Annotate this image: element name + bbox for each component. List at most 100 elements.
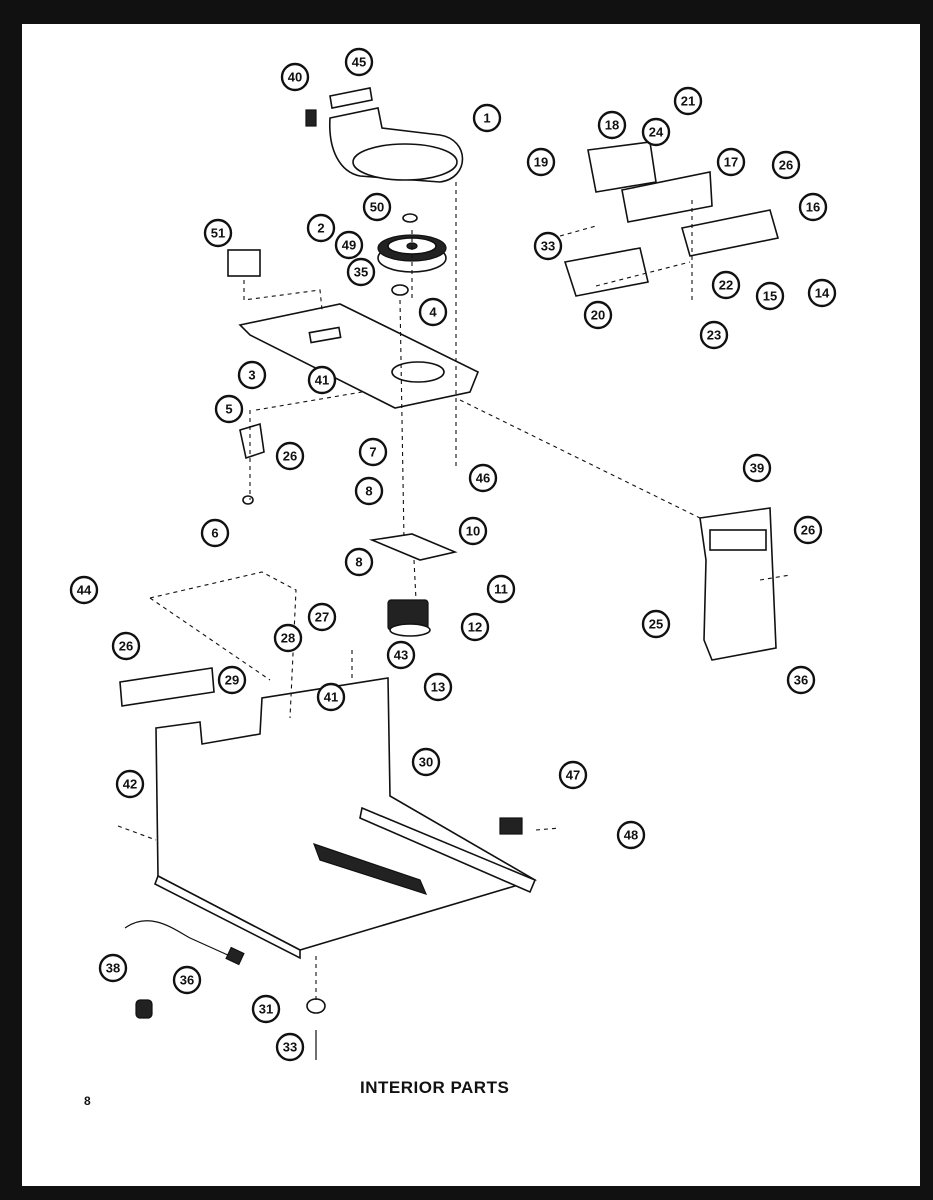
callout-label: 26 bbox=[119, 639, 133, 654]
callout-label: 36 bbox=[180, 973, 194, 988]
callout-label: 12 bbox=[468, 620, 482, 635]
callout-label: 3 bbox=[248, 368, 255, 383]
callout-circle bbox=[214, 394, 244, 424]
callout-circle bbox=[699, 320, 729, 350]
callout-label: 28 bbox=[281, 631, 295, 646]
callout-label: 50 bbox=[370, 200, 384, 215]
callout-43: 43 bbox=[386, 640, 416, 670]
callout-33: 33 bbox=[533, 231, 563, 261]
callout-label: 51 bbox=[211, 226, 225, 241]
callout-31: 31 bbox=[251, 994, 281, 1024]
callout-circle bbox=[280, 62, 310, 92]
callout-label: 44 bbox=[77, 583, 92, 598]
callout-label: 31 bbox=[259, 1002, 273, 1017]
callout-label: 30 bbox=[419, 755, 433, 770]
callout-circle bbox=[460, 612, 490, 642]
callout-41: 41 bbox=[316, 682, 346, 712]
callout-8: 8 bbox=[344, 547, 374, 577]
motor-mount-8 bbox=[369, 533, 458, 561]
callout-label: 17 bbox=[724, 155, 738, 170]
callout-50: 50 bbox=[362, 192, 392, 222]
callout-circle bbox=[755, 281, 785, 311]
hub-35 bbox=[391, 284, 409, 296]
motor-13 bbox=[387, 599, 431, 637]
callout-circle bbox=[115, 769, 145, 799]
callout-42: 42 bbox=[115, 769, 145, 799]
callout-label: 21 bbox=[681, 94, 695, 109]
callout-label: 26 bbox=[283, 449, 297, 464]
callout-label: 13 bbox=[431, 680, 445, 695]
callout-label: 36 bbox=[794, 673, 808, 688]
callout-24: 24 bbox=[641, 117, 671, 147]
callout-circle bbox=[468, 463, 498, 493]
callout-label: 29 bbox=[225, 673, 239, 688]
callout-circle bbox=[237, 360, 267, 390]
callout-44: 44 bbox=[69, 575, 99, 605]
callout-20: 20 bbox=[583, 300, 613, 330]
callout-label: 6 bbox=[211, 526, 218, 541]
callout-label: 45 bbox=[352, 55, 366, 70]
callout-41: 41 bbox=[307, 365, 337, 395]
callout-label: 41 bbox=[315, 373, 329, 388]
callout-3: 3 bbox=[237, 360, 267, 390]
callout-label: 4 bbox=[429, 305, 437, 320]
switch-assembly bbox=[563, 141, 780, 297]
callout-circle bbox=[411, 747, 441, 777]
nut-6 bbox=[242, 495, 254, 505]
callout-label: 16 bbox=[806, 200, 820, 215]
callout-circle bbox=[273, 623, 303, 653]
callout-12: 12 bbox=[460, 612, 490, 642]
callout-label: 19 bbox=[534, 155, 548, 170]
callout-47: 47 bbox=[558, 760, 588, 790]
mounting-plate bbox=[238, 303, 480, 409]
callout-label: 14 bbox=[815, 286, 830, 301]
panel-25-window bbox=[709, 529, 767, 551]
callout-circle bbox=[307, 602, 337, 632]
callout-circle bbox=[362, 192, 392, 222]
callout-28: 28 bbox=[273, 623, 303, 653]
callout-51: 51 bbox=[203, 218, 233, 248]
callout-label: 15 bbox=[763, 289, 777, 304]
blower-housing bbox=[329, 107, 464, 183]
callout-label: 20 bbox=[591, 308, 605, 323]
callout-label: 27 bbox=[315, 610, 329, 625]
callout-2: 2 bbox=[306, 213, 336, 243]
callout-13: 13 bbox=[423, 672, 453, 702]
callout-label: 11 bbox=[494, 582, 508, 597]
foot-31 bbox=[306, 998, 326, 1014]
callout-label: 18 bbox=[605, 118, 619, 133]
callout-circle bbox=[418, 297, 448, 327]
callout-15: 15 bbox=[755, 281, 785, 311]
callout-label: 5 bbox=[225, 402, 232, 417]
callout-label: 49 bbox=[342, 238, 356, 253]
callout-19: 19 bbox=[526, 147, 556, 177]
callout-circle bbox=[98, 953, 128, 983]
bracket-5 bbox=[239, 422, 265, 460]
callout-38: 38 bbox=[98, 953, 128, 983]
callout-circle bbox=[344, 47, 374, 77]
alignment-lines bbox=[117, 182, 791, 1000]
callout-26: 26 bbox=[275, 441, 305, 471]
callout-label: 26 bbox=[779, 158, 793, 173]
callout-10: 10 bbox=[458, 516, 488, 546]
callout-40: 40 bbox=[280, 62, 310, 92]
callout-label: 39 bbox=[750, 461, 764, 476]
callout-circle bbox=[486, 574, 516, 604]
callout-circle bbox=[251, 994, 281, 1024]
callout-18: 18 bbox=[597, 110, 627, 140]
callout-5: 5 bbox=[214, 394, 244, 424]
bracket-46 bbox=[329, 87, 373, 109]
callout-8: 8 bbox=[354, 476, 384, 506]
callout-label: 38 bbox=[106, 961, 120, 976]
callout-circle bbox=[69, 575, 99, 605]
callout-16: 16 bbox=[798, 192, 828, 222]
callout-circle bbox=[217, 665, 247, 695]
callout-45: 45 bbox=[344, 47, 374, 77]
callout-label: 10 bbox=[466, 524, 480, 539]
callout-circle bbox=[742, 453, 772, 483]
callout-label: 40 bbox=[288, 70, 302, 85]
callout-label: 48 bbox=[624, 828, 638, 843]
callout-label: 47 bbox=[566, 768, 580, 783]
callout-circle bbox=[458, 516, 488, 546]
